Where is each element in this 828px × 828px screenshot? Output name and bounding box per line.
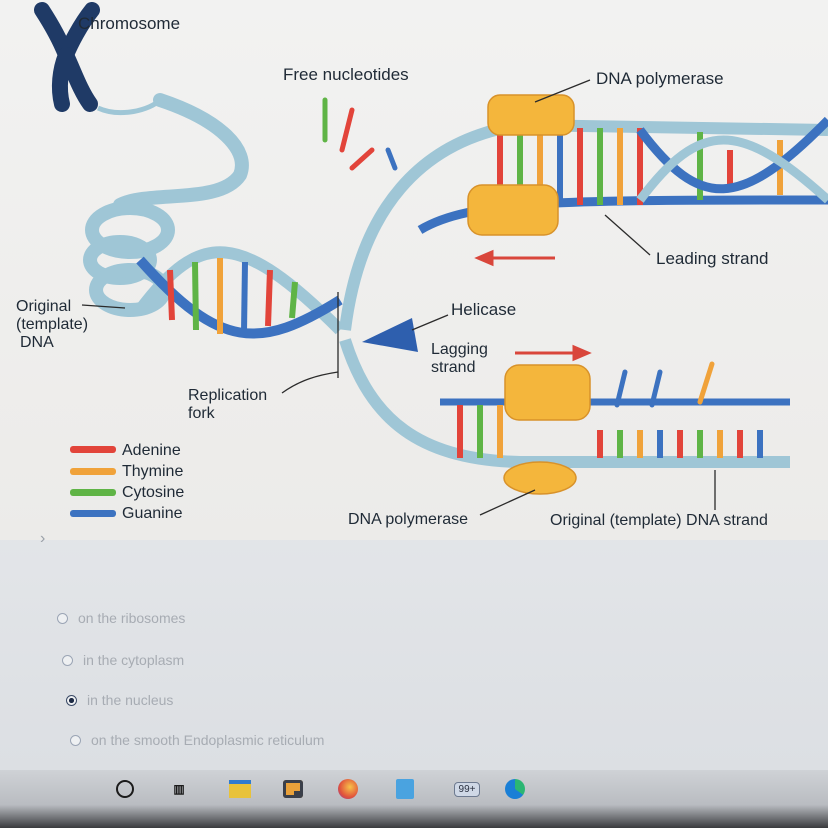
label-lagging-line1: Lagging bbox=[431, 341, 488, 358]
search-circle-icon[interactable] bbox=[112, 776, 138, 802]
choice-smooth-er[interactable]: on the smooth Endoplasmic reticulum bbox=[70, 732, 324, 748]
legend-guanine: Guanine bbox=[122, 505, 183, 522]
label-original-line3: DNA bbox=[20, 334, 54, 351]
screen: Chromosome Free nucleotides DNA polymera… bbox=[0, 0, 828, 770]
legend-thymine: Thymine bbox=[122, 463, 184, 480]
choice-ribosomes[interactable]: on the ribosomes bbox=[57, 610, 185, 626]
calculator-icon[interactable] bbox=[392, 776, 418, 802]
edge-icon[interactable] bbox=[502, 776, 528, 802]
choice-nucleus[interactable]: in the nucleus bbox=[66, 692, 173, 708]
legend-adenine: Adenine bbox=[122, 442, 181, 459]
leader-lines bbox=[81, 79, 716, 516]
polymerase-shapes bbox=[467, 94, 591, 495]
chevron-icon: › bbox=[40, 530, 46, 547]
browser-icon[interactable] bbox=[335, 776, 361, 802]
radio-selected-icon[interactable] bbox=[66, 694, 77, 706]
radio-icon[interactable] bbox=[57, 612, 68, 624]
coiled-dna bbox=[83, 93, 249, 317]
label-original-line1: Original bbox=[16, 298, 72, 315]
template-helix bbox=[135, 246, 345, 339]
choice-label: on the smooth Endoplasmic reticulum bbox=[91, 732, 325, 748]
legend-cytosine: Cytosine bbox=[122, 484, 185, 501]
lagging-helix bbox=[339, 338, 790, 468]
file-explorer-icon[interactable] bbox=[227, 776, 253, 802]
direction-arrows bbox=[474, 249, 592, 362]
label-helicase: Helicase bbox=[451, 300, 517, 319]
dna-replication-figure: Chromosome Free nucleotides DNA polymera… bbox=[0, 0, 828, 540]
free-nucleotides-shapes bbox=[322, 97, 715, 408]
label-original-template-strand: Original (template) DNA strand bbox=[550, 512, 768, 529]
label-leading-strand: Leading strand bbox=[656, 249, 769, 268]
label-lagging-line2: strand bbox=[431, 359, 476, 376]
label-replication-line1: Replication bbox=[188, 387, 268, 404]
label-free-nucleotides: Free nucleotides bbox=[283, 65, 409, 84]
choice-label: in the nucleus bbox=[87, 692, 174, 708]
badge-count: 99+ bbox=[453, 781, 481, 797]
radio-icon[interactable] bbox=[62, 654, 73, 666]
store-icon[interactable] bbox=[280, 776, 306, 802]
legend-swatches bbox=[70, 446, 116, 517]
label-chromosome: Chromosome bbox=[78, 14, 181, 33]
taskbar: ▥ 99+ bbox=[0, 770, 828, 828]
badge-icon[interactable]: 99+ bbox=[447, 776, 487, 802]
label-original-line2: (template) bbox=[16, 316, 89, 333]
label-dna-polymerase-top: DNA polymerase bbox=[596, 69, 724, 88]
choice-label: in the cytoplasm bbox=[83, 652, 185, 668]
task-view-icon[interactable]: ▥ bbox=[173, 782, 185, 796]
label-replication-line2: fork bbox=[188, 405, 215, 422]
dna-diagram bbox=[34, 2, 828, 517]
radio-icon[interactable] bbox=[70, 734, 81, 746]
choice-label: on the ribosomes bbox=[78, 610, 186, 626]
label-dna-polymerase-bottom: DNA polymerase bbox=[348, 511, 469, 528]
helicase-shape bbox=[362, 318, 418, 352]
choice-cytoplasm[interactable]: in the cytoplasm bbox=[62, 652, 184, 668]
leading-helix bbox=[339, 116, 828, 331]
